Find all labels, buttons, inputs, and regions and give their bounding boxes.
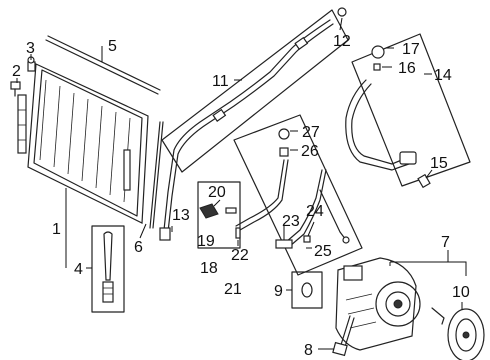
callout-1: 1 bbox=[52, 221, 61, 238]
compressor-seal-kit[interactable] bbox=[291, 271, 323, 309]
accumulator-line[interactable] bbox=[235, 128, 350, 249]
callout-9: 9 bbox=[274, 283, 283, 300]
callout-6: 6 bbox=[134, 239, 143, 256]
suction-hose-group bbox=[351, 33, 471, 187]
callout-16: 16 bbox=[398, 60, 416, 77]
callouts: 1 2 3 4 5 6 7 8 9 10 11 12 13 14 15 16 1… bbox=[12, 33, 470, 359]
callout-17: 17 bbox=[402, 41, 420, 58]
suction-hose[interactable] bbox=[345, 45, 417, 171]
receiver-drier-cartridge[interactable] bbox=[91, 225, 125, 313]
compressor[interactable] bbox=[335, 257, 421, 351]
callout-23: 23 bbox=[282, 213, 300, 230]
callout-5: 5 bbox=[108, 38, 117, 55]
compressor-bolt[interactable] bbox=[332, 315, 355, 357]
callout-11: 11 bbox=[212, 73, 229, 90]
callout-14: 14 bbox=[434, 67, 452, 84]
callout-25: 25 bbox=[314, 243, 332, 260]
callout-7: 7 bbox=[441, 234, 450, 251]
callout-8: 8 bbox=[304, 342, 313, 359]
callout-3: 3 bbox=[26, 40, 35, 57]
callout-15: 15 bbox=[430, 155, 448, 172]
hose-oring[interactable] bbox=[417, 173, 431, 189]
callout-22: 22 bbox=[231, 247, 249, 264]
pressure-sensor[interactable] bbox=[235, 227, 311, 243]
compressor-clutch[interactable] bbox=[431, 307, 485, 360]
callout-18: 18 bbox=[200, 260, 218, 277]
hose-oring[interactable] bbox=[337, 7, 347, 17]
upper-seal[interactable] bbox=[45, 35, 161, 95]
callout-12: 12 bbox=[333, 33, 351, 50]
liquid-line[interactable] bbox=[159, 19, 334, 241]
callout-26: 26 bbox=[301, 143, 319, 160]
callout-27: 27 bbox=[302, 124, 320, 141]
callout-4: 4 bbox=[74, 261, 83, 278]
condenser[interactable] bbox=[17, 63, 149, 224]
liquid-line-group bbox=[161, 9, 349, 173]
leader-lines bbox=[16, 17, 467, 350]
expansion-valve[interactable] bbox=[199, 203, 237, 219]
callout-24: 24 bbox=[306, 203, 324, 220]
callout-21: 21 bbox=[224, 281, 242, 298]
expansion-valve-group bbox=[197, 181, 241, 249]
condenser-bolt[interactable] bbox=[10, 81, 21, 97]
accumulator-line-group bbox=[233, 114, 363, 276]
side-seal[interactable] bbox=[149, 121, 164, 229]
callout-10: 10 bbox=[452, 284, 470, 301]
callout-19: 19 bbox=[197, 233, 215, 250]
callout-2: 2 bbox=[12, 63, 21, 80]
callout-13: 13 bbox=[172, 207, 190, 224]
callout-20: 20 bbox=[208, 184, 226, 201]
